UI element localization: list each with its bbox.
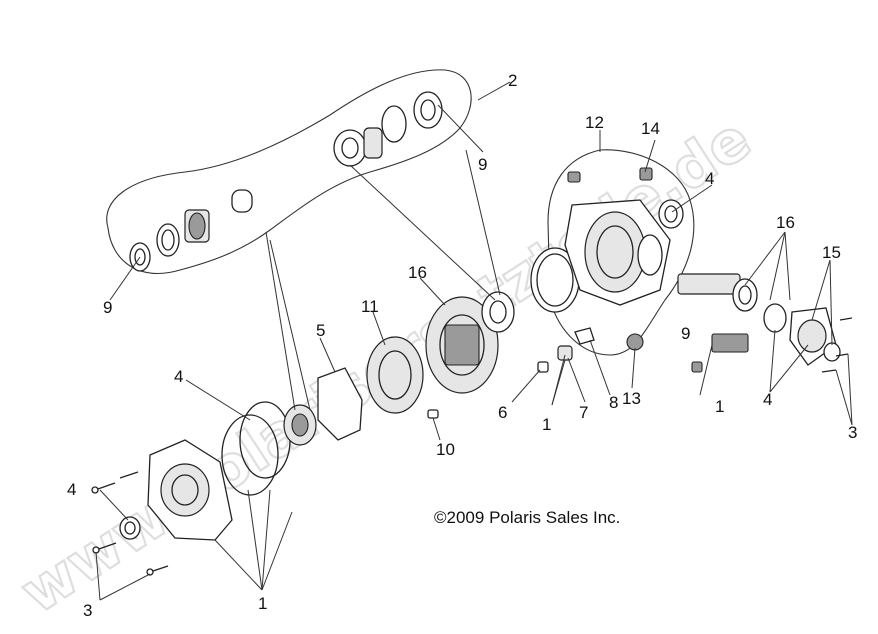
rear-cover <box>789 307 841 366</box>
front-cover <box>147 401 291 541</box>
callout-1: 1 <box>258 594 267 613</box>
spring-7 <box>557 345 573 361</box>
callout-8: 8 <box>609 393 618 412</box>
housing-seal-right <box>658 199 684 229</box>
callout-16: 16 <box>408 263 427 282</box>
callout-4: 4 <box>705 169 714 188</box>
pin-10 <box>427 409 439 419</box>
callout-3: 3 <box>83 601 92 620</box>
front-seal <box>119 516 141 540</box>
roll-cage <box>366 336 424 414</box>
callout-9: 9 <box>681 324 690 343</box>
callout-16: 16 <box>776 213 795 232</box>
copyright-notice: ©2009 Polaris Sales Inc. <box>434 508 620 527</box>
breather-fitting <box>567 171 581 183</box>
callout-11: 11 <box>361 297 379 316</box>
cam-plate <box>317 367 363 441</box>
front-bearing <box>283 404 317 446</box>
callout-2: 2 <box>508 71 517 90</box>
callout-4: 4 <box>763 390 772 409</box>
drain-plug <box>626 333 644 351</box>
callout-3: 3 <box>848 423 857 442</box>
callout-5: 5 <box>316 321 325 340</box>
callout-13: 13 <box>622 389 641 408</box>
wire-connector <box>691 333 749 373</box>
ring-gear <box>425 296 499 394</box>
bearing-kit-left <box>129 189 253 272</box>
main-housing <box>564 199 671 306</box>
callout-6: 6 <box>498 403 507 422</box>
callout-12: 12 <box>585 113 604 132</box>
callout-9: 9 <box>103 298 112 317</box>
rear-bolts <box>821 317 853 373</box>
callout-14: 14 <box>641 119 660 138</box>
callout-1: 1 <box>715 397 724 416</box>
clip-8 <box>574 327 595 345</box>
leader-lines <box>95 81 853 601</box>
callout-7: 7 <box>579 403 588 422</box>
callout-4: 4 <box>174 367 183 386</box>
callout-4: 4 <box>67 480 76 499</box>
kit-outline <box>106 69 472 275</box>
cover-bolts-left <box>91 471 169 576</box>
pin-6 <box>537 361 549 373</box>
callout-9: 9 <box>478 155 487 174</box>
callout-labels: 1 1 1 2 3 3 4 4 4 4 5 6 7 8 9 9 9 10 11 … <box>67 71 857 620</box>
callout-10: 10 <box>436 440 455 459</box>
bearing-kit-right <box>333 91 443 167</box>
pinion-shaft <box>677 273 787 333</box>
ring-gear-bearing <box>481 291 515 333</box>
callout-1: 1 <box>542 415 551 434</box>
callout-15: 15 <box>822 243 841 262</box>
housing-outline <box>547 149 695 356</box>
